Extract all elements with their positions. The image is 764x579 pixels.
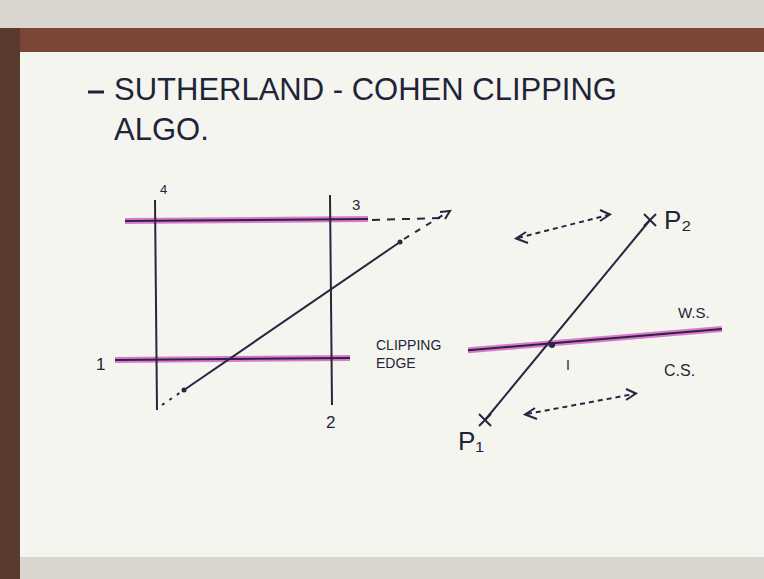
point-label: P₁ xyxy=(458,424,484,458)
line-segment xyxy=(184,242,400,390)
callout-number: 3 xyxy=(352,195,360,215)
title-dash xyxy=(88,91,104,94)
point-cross xyxy=(644,214,656,226)
window-edge-top xyxy=(125,219,368,221)
board-frame-top xyxy=(0,28,764,52)
window-edge-left xyxy=(155,200,157,410)
window-edge-right xyxy=(330,195,332,405)
point-label: P₂ xyxy=(664,203,691,237)
clipping-edge-label: CLIPPING EDGE xyxy=(374,336,468,372)
segment-start-dashes xyxy=(162,390,184,405)
side-label: C.S. xyxy=(664,360,695,381)
segment-endpoint xyxy=(398,240,403,245)
double-arrow xyxy=(527,394,634,414)
board-frame-left xyxy=(0,28,20,579)
window-edge-bottom xyxy=(115,358,350,360)
intersection-point xyxy=(549,342,555,348)
callout-number: 2 xyxy=(326,412,335,434)
highlight-edge-3 xyxy=(125,219,368,221)
intersection-label: I xyxy=(566,356,570,374)
arrow-head xyxy=(525,389,636,419)
callout-number: 4 xyxy=(160,181,167,198)
highlight-edge-1 xyxy=(115,358,350,360)
arrow-head xyxy=(440,211,450,219)
line-p1-p2 xyxy=(485,220,650,420)
double-arrow xyxy=(518,215,608,238)
title: SUTHERLAND - COHEN CLIPPING ALGO. xyxy=(114,70,674,150)
arrow-head xyxy=(516,210,610,243)
edge-extension xyxy=(372,218,440,220)
point-cross xyxy=(479,414,491,426)
side-label: W.S. xyxy=(678,303,710,323)
callout-number: 1 xyxy=(96,354,105,376)
board-surface xyxy=(20,52,764,557)
segment-extension xyxy=(404,212,448,239)
